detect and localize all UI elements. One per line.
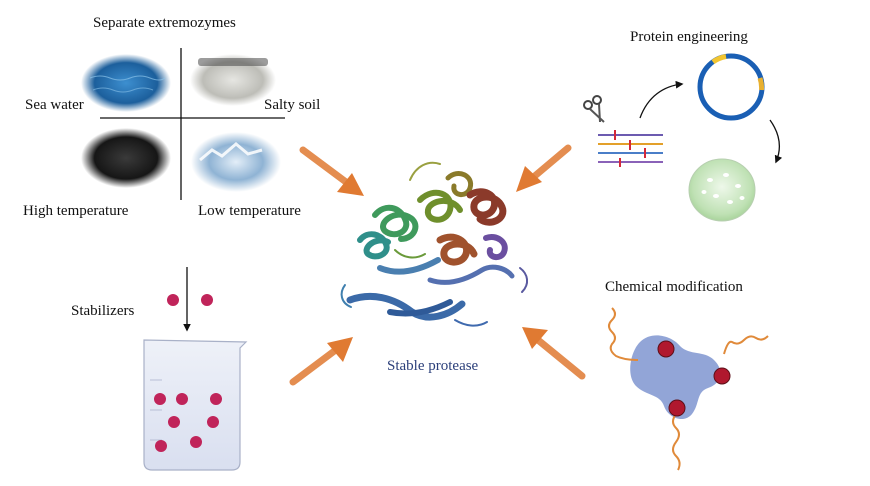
high-temperature-image [81,128,171,188]
dna-strands-image [598,130,663,167]
stabilizer-particle [207,416,219,428]
arrow-from-stabilizers [289,337,353,386]
stabilizer-particle [167,294,179,306]
sea-water-image [81,54,171,112]
protein-engineering-title: Protein engineering [630,29,748,45]
arrow-from-extremozymes [299,146,364,196]
curved-arrow-to-plasmid [639,80,684,119]
stabilizers-title: Stabilizers [71,303,135,319]
modified-protein-image [608,307,769,471]
stabilizer-particle [154,393,166,405]
beaker-image [143,339,248,471]
stabilizer-particle [210,393,222,405]
stabilizer-particle [176,393,188,405]
low-temperature-image [191,132,281,192]
chemical-modification-title: Chemical modification [605,279,743,295]
plasmid-image [697,53,765,121]
stabilizer-particle [155,440,167,452]
scissors-icon [583,95,605,123]
arrow-from-protein-engineering [516,144,572,192]
stable-protease-label: Stable protease [387,358,479,374]
sea-water-label: Sea water [25,97,84,113]
salty-soil-label: Salty soil [264,97,321,113]
curved-arrow-to-dish [769,119,783,164]
protease-structure-image [340,161,528,327]
stabilizer-particle [201,294,213,306]
high-temperature-label: High temperature [23,203,129,219]
stabilizer-particle [168,416,180,428]
salty-soil-image [190,54,276,106]
petri-dish-image [688,158,756,222]
low-temperature-label: Low temperature [198,203,301,219]
extremozymes-title: Separate extremozymes [93,15,236,31]
arrow-from-chemical-modification [522,327,586,380]
stabilizer-particle [190,436,202,448]
